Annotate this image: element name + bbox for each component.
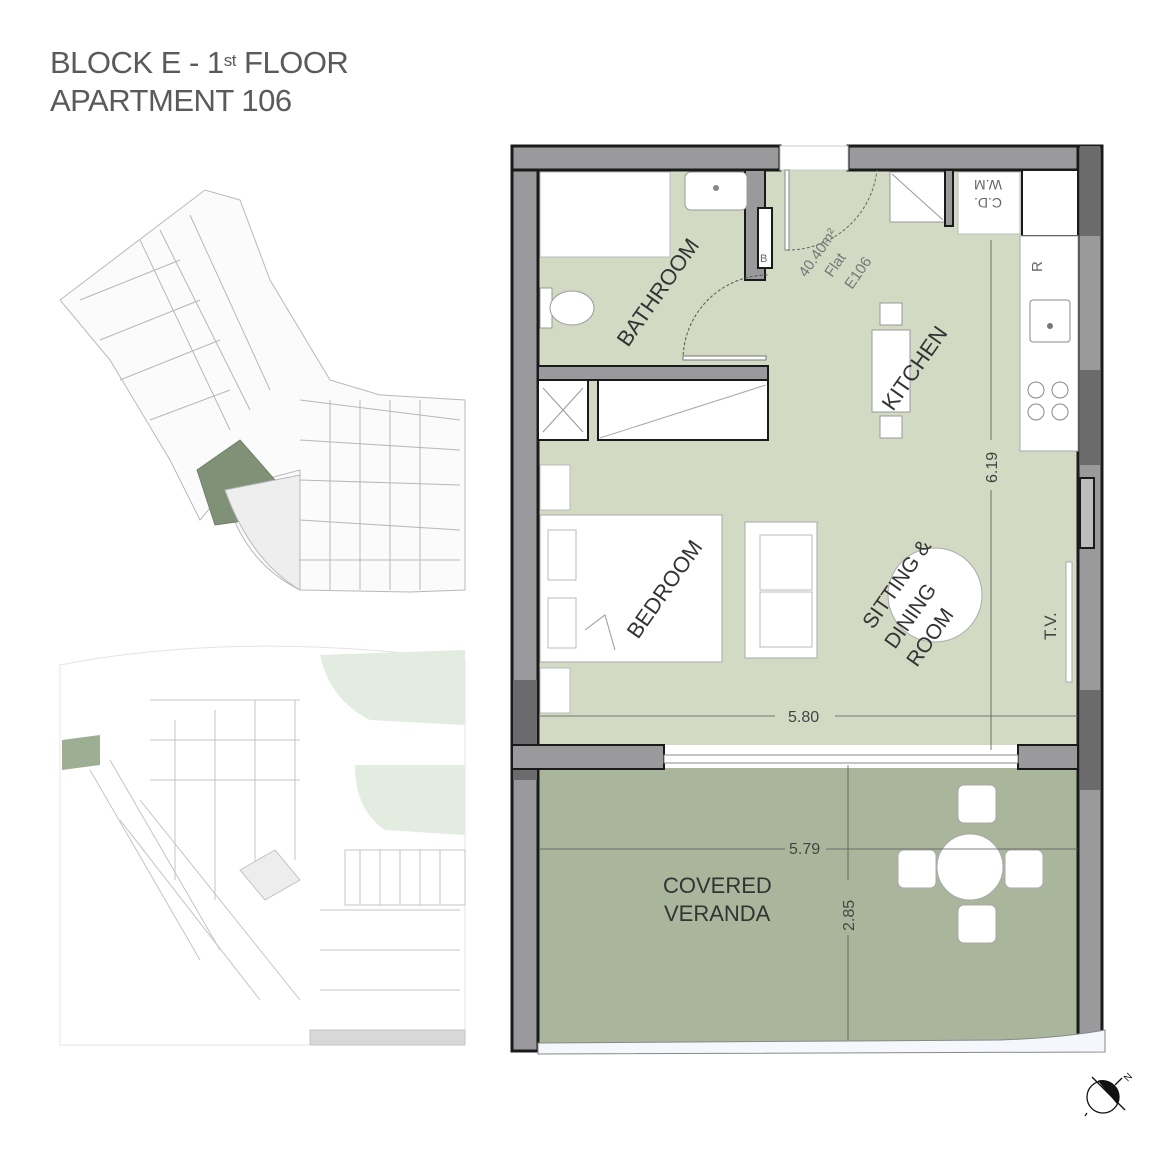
floor-label: FLOOR (235, 45, 349, 80)
room-label-veranda: VERANDA (664, 901, 771, 926)
apartment-plan: BATHROOM KITCHEN BEDROOM SITTING & DININ… (510, 144, 1106, 1055)
north-label: N (1122, 1071, 1135, 1084)
north-compass-icon: N (1084, 1071, 1135, 1117)
apartment-heading: APARTMENT 106 (50, 83, 292, 118)
tv-label: T.V. (1041, 612, 1060, 640)
block-label: BLOCK E - 1 (50, 45, 224, 80)
dimension-lines (540, 240, 1078, 1040)
floor-heading: BLOCK E - 1st FLOOR (50, 44, 349, 82)
washing-machine-label: W.M (974, 177, 1002, 193)
veranda-floor (538, 768, 1078, 1043)
building-key-plan (59, 189, 466, 593)
room-label-covered: COVERED (663, 873, 772, 898)
veranda-width-dimension: 5.79 (789, 841, 820, 858)
page-title: BLOCK E - 1st FLOOR APARTMENT 106 (50, 44, 349, 120)
fridge-label: R (1029, 261, 1046, 272)
interior-depth-dimension: 6.19 (984, 452, 1001, 483)
floor-ordinal: st (223, 51, 237, 70)
site-plan (59, 645, 466, 1046)
interior-width-dimension: 5.80 (788, 709, 819, 726)
clothes-dryer-label: C.D. (974, 195, 1002, 211)
veranda-depth-dimension: 2.85 (841, 900, 858, 931)
boiler-label: B (760, 253, 767, 265)
